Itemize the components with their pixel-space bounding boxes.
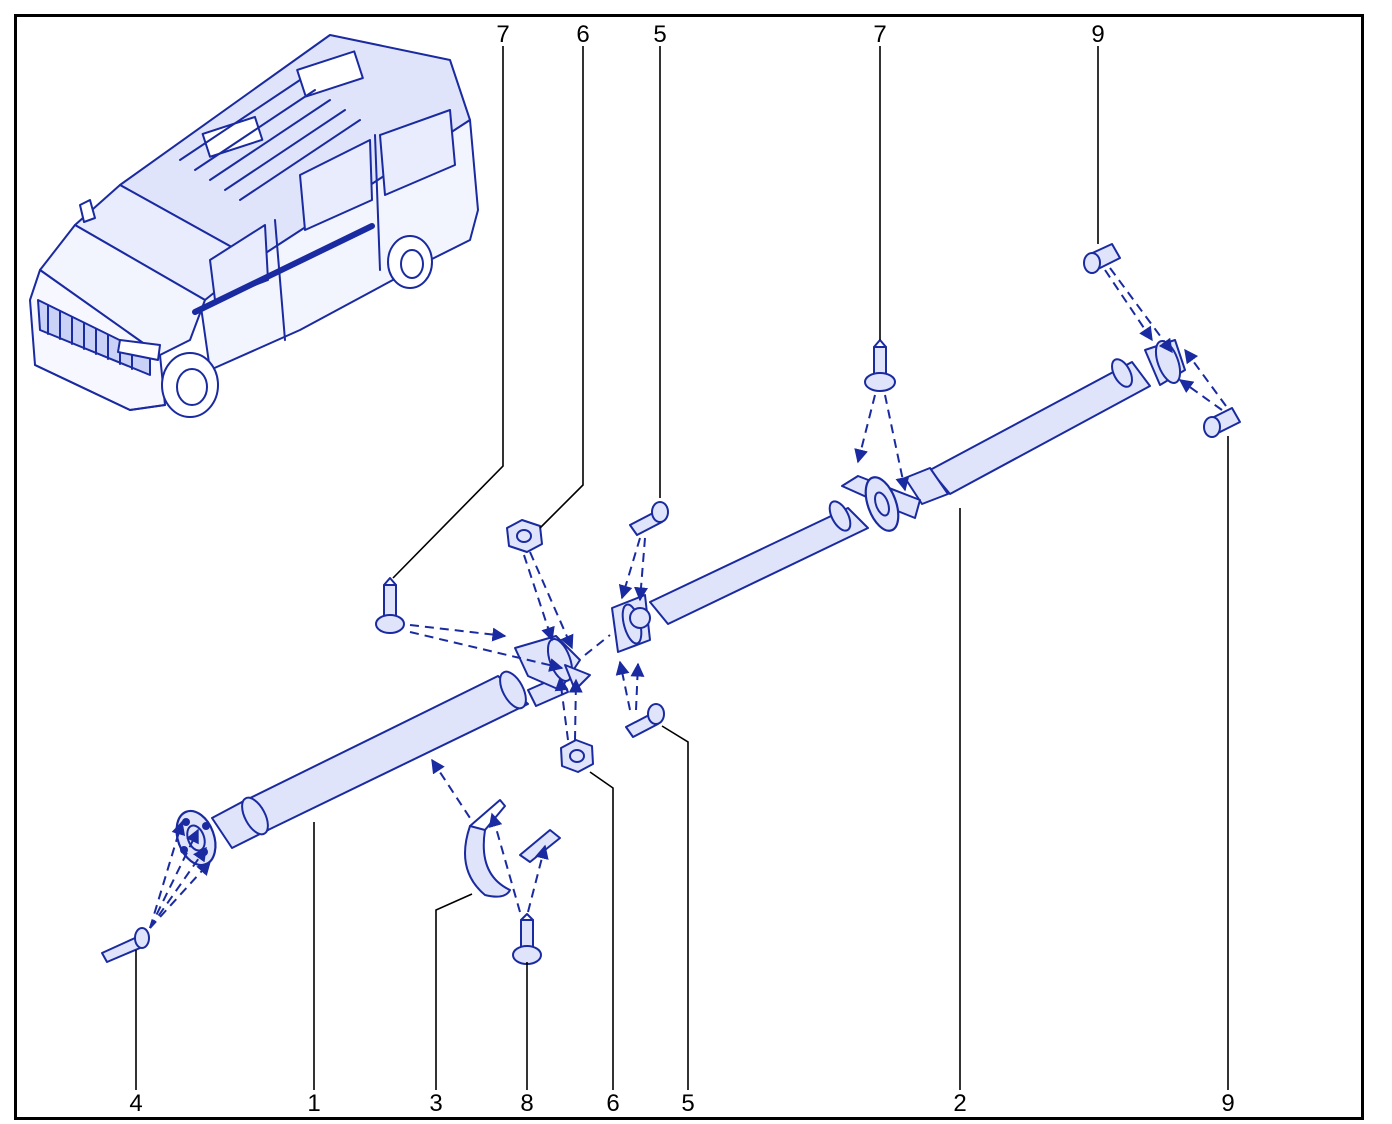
- rear-flange-bolt-9a: [1083, 243, 1121, 274]
- strap-bolt-8: [512, 913, 542, 965]
- van-illustration: [29, 34, 479, 418]
- center-bearing-bolt-7a: [375, 577, 405, 634]
- flange-bolt-4: [101, 927, 150, 963]
- leader-lines: [135, 46, 1229, 1090]
- coupling-bolt-5a: [629, 501, 669, 536]
- rear-flange-bolt-9b: [1203, 407, 1241, 438]
- nut-6a: [506, 519, 543, 553]
- callout-6-top: 6: [576, 21, 589, 48]
- coupling-bolt-5b: [625, 703, 665, 738]
- callout-7-left: 7: [496, 21, 509, 48]
- nut-6b: [560, 739, 594, 773]
- callout-7-right: 7: [873, 21, 886, 48]
- callout-1: 1: [307, 1090, 320, 1117]
- callout-9-bottom: 9: [1221, 1090, 1234, 1117]
- callout-3: 3: [429, 1090, 442, 1117]
- assembly-arrows: [149, 267, 1227, 929]
- callout-2: 2: [953, 1090, 966, 1117]
- front-propeller-shaft: [211, 670, 569, 849]
- callout-8: 8: [520, 1090, 533, 1117]
- rear-propeller-shaft: [649, 339, 1186, 625]
- center-bearing-bolt-7b: [864, 339, 896, 392]
- callout-5-top: 5: [653, 21, 666, 48]
- callout-4: 4: [129, 1090, 142, 1117]
- coupling-flange: [611, 594, 651, 653]
- callout-5-bottom: 5: [681, 1090, 694, 1117]
- front-center-bearing: [514, 635, 591, 691]
- callout-9-top: 9: [1091, 21, 1104, 48]
- callout-6-bottom: 6: [606, 1090, 619, 1117]
- rear-center-bearing: [841, 475, 921, 532]
